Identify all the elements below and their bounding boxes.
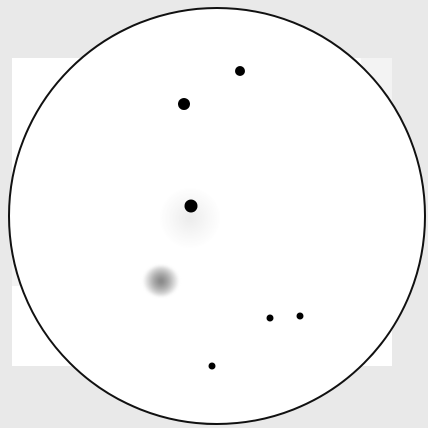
star-dot [178,98,190,110]
star-dot [297,313,304,320]
star-dot [235,66,245,76]
star-dot [209,363,216,370]
star-dot [185,200,198,213]
glow-halo [160,188,220,248]
blurred-object [144,266,178,296]
circular-field-view [8,7,426,425]
star-dot [267,315,274,322]
